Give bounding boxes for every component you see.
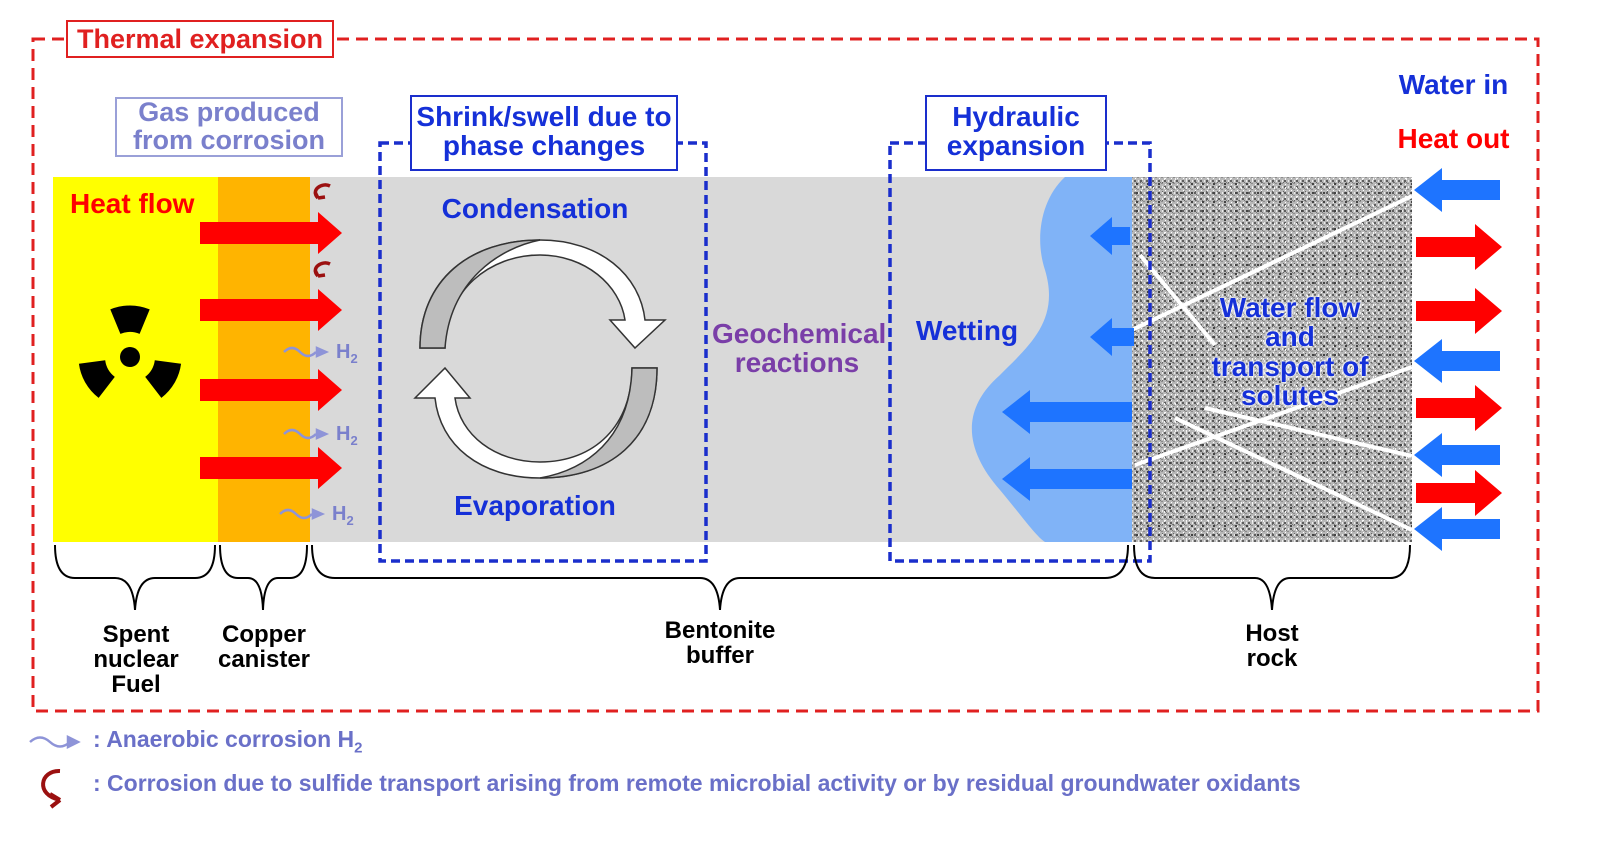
heat-out-arrow-icon — [1416, 288, 1502, 334]
heat-arrow-icon — [200, 369, 342, 411]
water-flow-arrows — [1002, 217, 1134, 501]
heat-arrow-icon — [200, 289, 342, 331]
wetting-front — [971, 177, 1132, 542]
boundary-arrows — [1414, 168, 1502, 551]
heat-out-arrow-icon — [1416, 224, 1502, 270]
legend-h2-main: : Anaerobic corrosion H — [93, 726, 355, 752]
heat-arrow-icon — [200, 447, 342, 489]
water-arrow-icon — [1002, 457, 1132, 501]
thermal-expansion-title: Thermal expansion — [66, 20, 334, 58]
hydraulic-expansion-label: Hydraulic expansion — [925, 95, 1107, 171]
heat-out-arrow-icon — [1416, 385, 1502, 431]
rock-fractures — [1131, 194, 1413, 532]
water-in-label: Water in — [1398, 69, 1509, 100]
brace-copper — [219, 544, 308, 611]
water-flow-label: Water flow and transport of solutes — [1211, 292, 1369, 412]
h2-label: H2 — [336, 424, 358, 448]
wavy-arrow-icon — [283, 428, 317, 440]
heat-out-label: Heat out — [1397, 123, 1510, 154]
legend-h2-icon — [29, 734, 81, 750]
water-in-arrow-icon — [1414, 433, 1500, 477]
water-arrow-icon — [1090, 217, 1130, 255]
heat-flow-label: Heat flow — [70, 188, 195, 219]
gas-produced-label: Gas produced from corrosion — [115, 97, 343, 157]
legend-h2-subscript: 2 — [354, 739, 363, 757]
copper-canister-zone-label: Copper canister — [217, 621, 311, 674]
h2-symbol: H — [336, 423, 351, 445]
host-rock-zone-label: Host rock — [1245, 620, 1299, 673]
heat-arrow-icon — [200, 212, 342, 254]
heat-flow-arrows — [200, 212, 342, 489]
phase-change-cycle — [413, 239, 667, 479]
h2-label: H2 — [332, 504, 354, 528]
h2-subscript: 2 — [350, 351, 358, 366]
shrink-swell-label: Shrink/swell due to phase changes — [410, 95, 678, 171]
corrosion-arrows — [313, 183, 331, 278]
geochemical-reactions-label: Geochemical reactions — [712, 318, 887, 379]
water-arrow-icon — [1090, 318, 1134, 356]
thermal-expansion-frame — [31, 37, 1540, 713]
condensation-label: Condensation — [441, 193, 629, 224]
radiation-trefoil-icon — [78, 305, 182, 398]
legend-h2-text: : Anaerobic corrosion H2 — [93, 727, 362, 756]
wetting-label: Wetting — [915, 315, 1019, 346]
wavy-arrow-icon — [283, 346, 317, 358]
h2-label: H2 — [336, 342, 358, 366]
h2-symbol: H — [336, 341, 351, 363]
wavy-arrow-icon — [279, 508, 313, 520]
legend-corrosion-text: : Corrosion due to sulfide transport ari… — [93, 770, 1301, 796]
h2-symbol: H — [332, 503, 347, 525]
h2-arrows — [279, 346, 330, 520]
brace-bentonite — [311, 544, 1129, 611]
legend-corrosion-icon — [41, 768, 62, 809]
brace-spent-fuel — [54, 544, 216, 611]
water-arrow-icon — [1002, 390, 1132, 434]
evaporation-label: Evaporation — [454, 490, 616, 521]
wavy-arrow-icon — [29, 736, 71, 748]
h2-subscript: 2 — [350, 433, 358, 448]
brace-host-rock — [1133, 544, 1411, 611]
water-in-arrow-icon — [1414, 507, 1500, 551]
water-in-arrow-icon — [1414, 339, 1500, 383]
heat-out-arrow-icon — [1416, 470, 1502, 516]
host-rock-texture — [1132, 177, 1412, 542]
curved-arrow-icon — [313, 183, 331, 200]
water-in-arrow-icon — [1414, 168, 1500, 212]
curved-arrow-icon — [313, 261, 331, 278]
bentonite-zone-label: Bentonite buffer — [664, 617, 776, 670]
h2-subscript: 2 — [346, 513, 354, 528]
zone-braces — [54, 544, 1411, 611]
spent-fuel-zone-label: Spent nuclear Fuel — [93, 621, 179, 699]
